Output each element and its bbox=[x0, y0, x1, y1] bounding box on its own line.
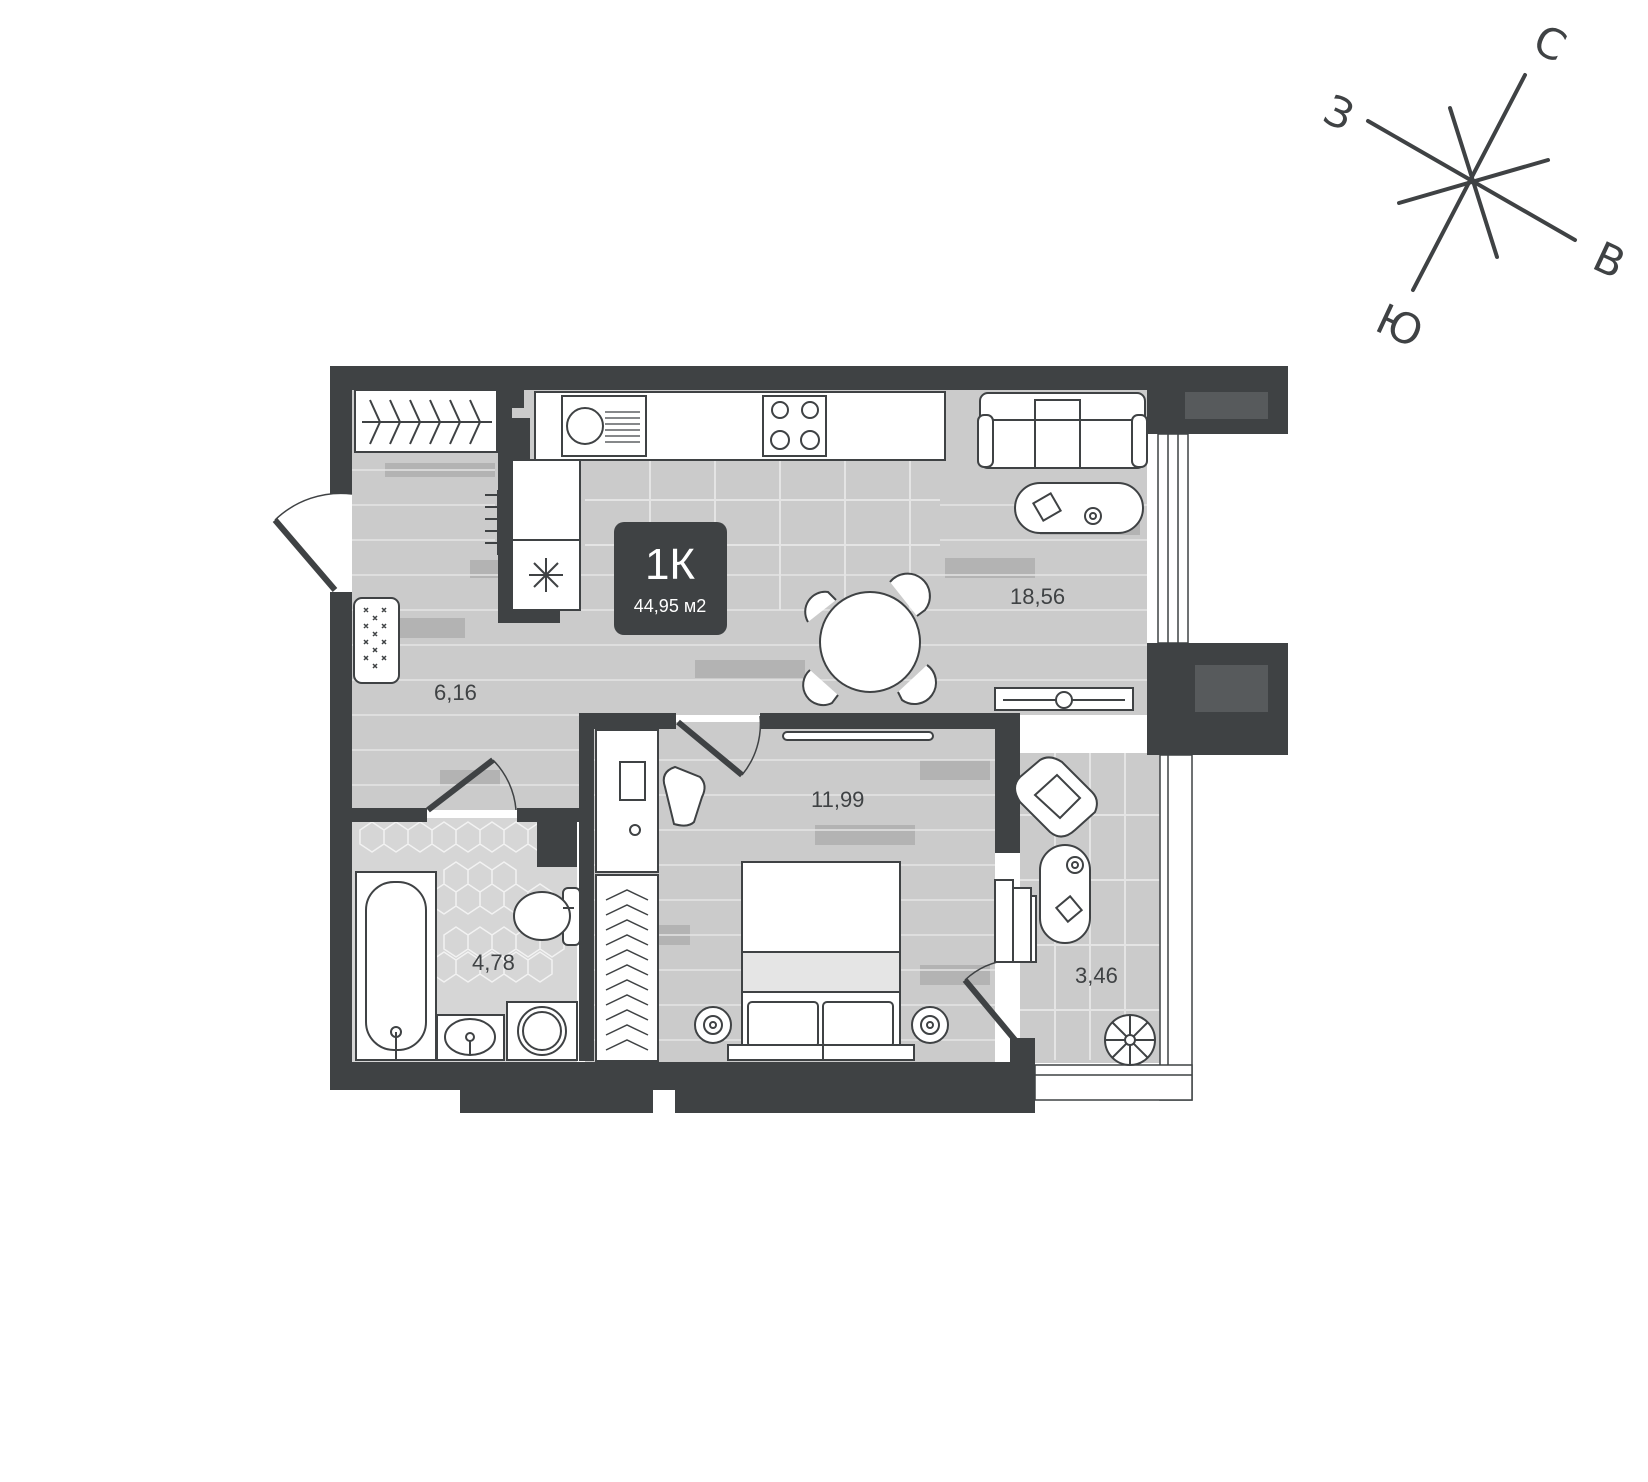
balcony-table bbox=[1039, 844, 1091, 944]
apartment-badge: 1К 44,95 м2 bbox=[614, 522, 727, 635]
nightstand-right bbox=[911, 1006, 949, 1044]
wall-bottom-ext-2 bbox=[675, 1085, 1035, 1113]
sofa bbox=[977, 392, 1148, 469]
compass bbox=[1366, 73, 1577, 292]
compass-south-label: Ю bbox=[1369, 294, 1431, 358]
wall-kitchen-column bbox=[498, 390, 512, 623]
kitchen-counter bbox=[511, 391, 946, 611]
bathroom-sink bbox=[436, 1014, 505, 1061]
entrance-door-leaf bbox=[272, 518, 338, 592]
compass-tick-2 bbox=[1397, 158, 1550, 205]
balcony-block-top bbox=[1185, 392, 1268, 419]
entrance-door-swing bbox=[274, 492, 353, 521]
bath-door-leaf bbox=[426, 757, 495, 813]
shaft-bath bbox=[537, 822, 577, 867]
wall-kitchen-column-base bbox=[498, 608, 560, 623]
wall-bedroom-top-right bbox=[760, 713, 1020, 729]
apartment-type: 1К bbox=[645, 540, 695, 589]
wall-bedroom-right-low bbox=[1010, 1038, 1035, 1088]
balcony-armchair bbox=[1014, 756, 1098, 838]
wall-bedroom-left bbox=[579, 713, 594, 1061]
room-area-bathroom: 4,78 bbox=[472, 950, 515, 975]
bedroom-door-swing bbox=[741, 715, 762, 776]
wall-top bbox=[330, 366, 1288, 390]
hall-wardrobe bbox=[354, 389, 498, 453]
floor-hallway-lower bbox=[352, 715, 579, 810]
wall-left-upper bbox=[330, 366, 352, 494]
balcony-plant bbox=[1104, 1014, 1156, 1066]
wall-bedroom-top-left bbox=[579, 713, 676, 729]
wall-left-lower bbox=[330, 592, 352, 1062]
compass-west-label: З bbox=[1316, 85, 1361, 141]
shaft-3 bbox=[512, 390, 524, 408]
furniture bbox=[353, 389, 1156, 1066]
room-area-hallway: 6,16 bbox=[434, 680, 477, 705]
desk bbox=[595, 729, 706, 873]
compass-north-label: С bbox=[1526, 15, 1573, 72]
window-living bbox=[1157, 433, 1189, 644]
washing-machine bbox=[506, 1001, 578, 1061]
bathtub bbox=[355, 871, 437, 1061]
bedroom-wardrobe bbox=[595, 874, 659, 1062]
toilet bbox=[513, 887, 581, 946]
room-area-bedroom: 11,99 bbox=[811, 787, 864, 812]
hall-rug bbox=[353, 597, 400, 684]
wall-bathroom-top-right bbox=[517, 808, 579, 822]
wall-bathroom-top-left bbox=[352, 808, 427, 822]
shaft-1 bbox=[512, 418, 530, 468]
nightstand-left bbox=[694, 1006, 732, 1044]
window-balcony bbox=[1034, 754, 1193, 1101]
room-area-living: 18,56 bbox=[1010, 584, 1065, 609]
bed bbox=[727, 861, 915, 1061]
doors bbox=[272, 492, 1018, 1042]
balcony-shelf bbox=[994, 879, 1037, 963]
compass-east-label: В bbox=[1586, 232, 1633, 289]
room-area-balcony: 3,46 bbox=[1075, 963, 1118, 988]
apartment-total-area: 44,95 м2 bbox=[634, 596, 706, 616]
bedroom-tv bbox=[782, 731, 934, 741]
wall-bottom-ext-1 bbox=[460, 1085, 653, 1113]
coat-rack bbox=[485, 490, 499, 555]
balcony-door-leaf bbox=[962, 978, 1018, 1042]
bedroom-door-leaf bbox=[676, 719, 744, 778]
balcony-block-mid bbox=[1195, 665, 1268, 712]
bath-door-swing bbox=[492, 759, 517, 811]
freezer-icon bbox=[529, 558, 563, 592]
tv-stand bbox=[994, 687, 1134, 711]
dining-table bbox=[802, 572, 937, 706]
coffee-table bbox=[1014, 482, 1144, 534]
